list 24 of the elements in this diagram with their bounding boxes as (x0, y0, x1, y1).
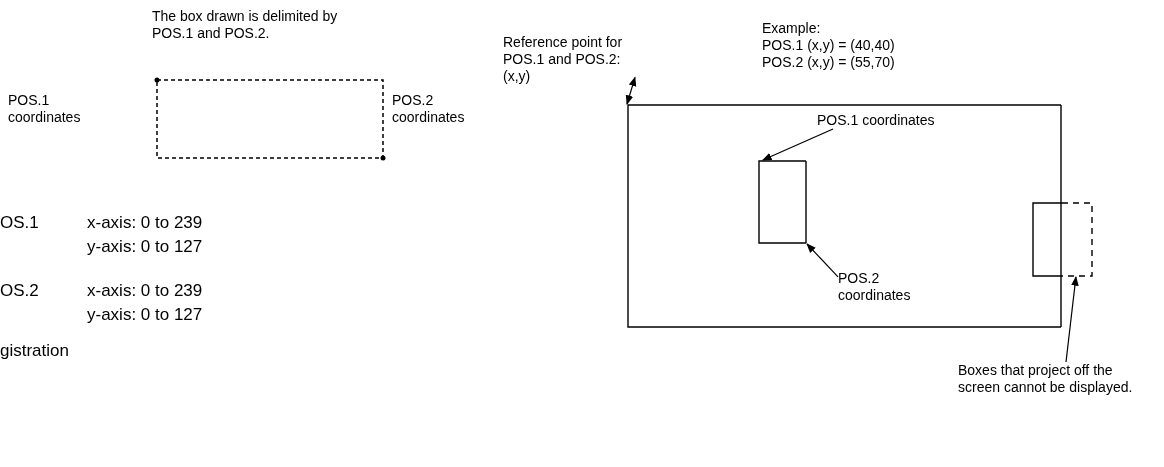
text-label: OS.2 (0, 280, 40, 301)
callout-text: POS.1 coordinates (817, 112, 977, 129)
leader-arrow (625, 76, 637, 105)
text-label: The box drawn is delimited by POS.1 and POS.2. (152, 8, 339, 42)
text-label: x-axis: 0 to 239 (87, 212, 204, 233)
text-label: y-axis: 0 to 127 (87, 304, 204, 325)
text-label: x-axis: 0 to 239 (87, 280, 204, 301)
text-label: POS.1 (x,y) = (40,40) (762, 37, 896, 54)
callout-text: Boxes that project off the screen cannot be displayed. (958, 362, 1138, 396)
callout-text: POS.2 coordinates (838, 270, 928, 304)
text-label: y-axis: 0 to 127 (87, 236, 204, 257)
text-label: POS.1 coordinates (8, 92, 82, 126)
text-label: OS.1 (0, 212, 40, 233)
leader-arrow (806, 243, 839, 278)
offscreen-box (1032, 202, 1093, 277)
screen-frame (627, 104, 1062, 328)
text-label: Example: (762, 20, 822, 37)
callout-text: Reference point for POS.1 and POS.2: (x,y) (503, 34, 635, 85)
rectangle (758, 160, 807, 244)
text-label: POS.2 coordinates (392, 92, 466, 126)
leader-arrow (1065, 276, 1079, 363)
text-label: POS.2 (x,y) = (55,70) (762, 54, 896, 71)
text-label: gistration (0, 340, 70, 361)
leader-arrow (762, 128, 834, 161)
